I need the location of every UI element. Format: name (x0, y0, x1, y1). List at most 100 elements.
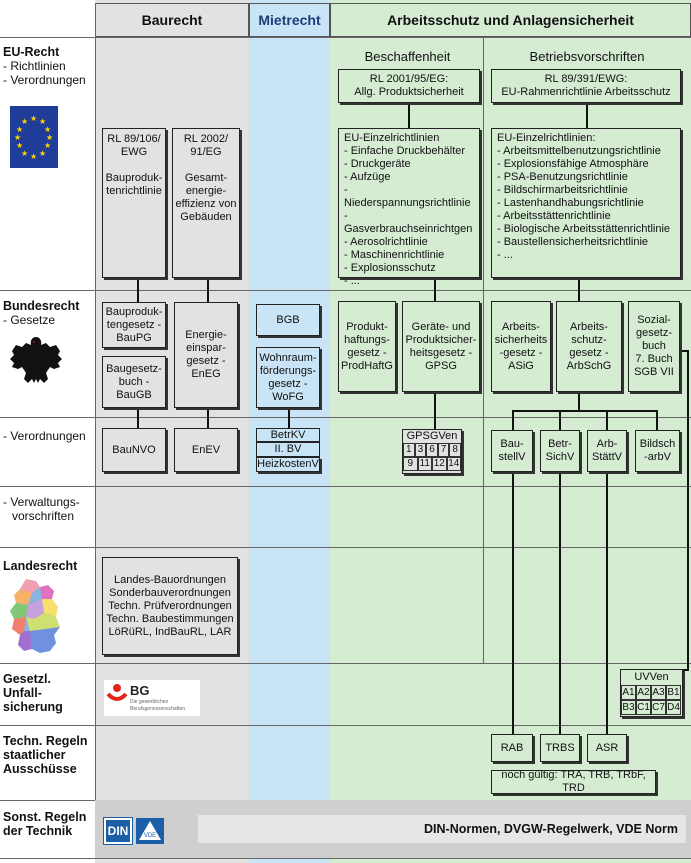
box-line: HeizkostenV (257, 458, 319, 470)
box-line: Sozial- (637, 314, 671, 326)
row-label-landesrecht: Landesrecht (0, 556, 95, 576)
box-line: - Lastenhandhabungsrichtlinie (497, 197, 644, 209)
connector-line (207, 278, 209, 302)
box-line: energie- (185, 185, 227, 197)
box-line: Techn. Prüfverordnungen (108, 599, 232, 612)
box-baupg: Bauproduk- tengesetz - BauPG (102, 302, 166, 348)
box-line: Wohnraum- (259, 351, 317, 364)
subheader-beschaffenheit: Beschaffenheit (364, 49, 451, 64)
row-title: Landesrecht (3, 559, 78, 573)
box-line: noch gültig: TRA, TRB, TRbF, TRD (501, 769, 646, 794)
connector-line (434, 278, 436, 301)
box-line: - ... (497, 249, 513, 261)
box-line: BauNVO (112, 443, 156, 456)
box-line: - Aerosolrichtlinie (344, 236, 428, 248)
row-separator (0, 486, 691, 487)
connector-line (512, 472, 514, 734)
box-line: -arbV (644, 451, 671, 463)
connector-line (680, 350, 689, 352)
box-line: WoFG (272, 390, 304, 403)
box-line: - Biologische Arbeitsstättenrichtlinie (497, 223, 671, 235)
row-label-techn-regeln: Techn. Regeln staatlicher Ausschüsse (0, 731, 95, 779)
box-line: - Druckgeräte (344, 158, 411, 170)
box-gpsg: Geräte- und Produktsicher- heitsgesetz -… (402, 301, 480, 392)
connector-line (207, 408, 209, 428)
box-baugb: Baugesetz- buch - BauGB (102, 356, 166, 408)
uvven-cell: C7 (651, 700, 666, 715)
box-text: Bauproduk- tengesetz - BauPG (106, 306, 163, 345)
box-line: RL 89/391/EWG: (544, 73, 628, 85)
star-icon: ★ (39, 149, 47, 158)
box-line: Sonderbauverordnungen (109, 586, 231, 599)
box-eu-einzelrichtlinien-beschaffenheit: EU-Einzelrichtlinien - Einfache Druckbeh… (338, 128, 480, 287)
box-text: Arbeits- schutz- gesetz - ArbSchG (567, 321, 612, 373)
gpsgven-cell: 6 (426, 443, 438, 457)
box-line: EWG (120, 146, 148, 158)
box-line: Arbeits- (570, 320, 608, 333)
uvven-cell: B1 (666, 685, 681, 700)
federal-eagle-icon (10, 337, 62, 383)
box-line: LöRüRL, IndBauRL, LAR (108, 625, 232, 638)
star-icon: ★ (39, 117, 47, 126)
connector-line (578, 278, 580, 301)
box-text: RL 2002/ 91/EG Gesamt- energie- effizien… (176, 133, 237, 224)
subheader-betriebsvorschriften: Betriebsvorschriften (529, 49, 645, 64)
box-line: EU-Rahmenrichtlinie Arbeitsschutz (501, 86, 671, 98)
row-title: sicherung (3, 700, 63, 714)
box-bgb: BGB (256, 304, 320, 336)
header-baurecht: Baurecht (95, 3, 249, 37)
row-label-sonst-regeln: Sonst. Regeln der Technik (0, 807, 95, 841)
gpsgven-title: GPSGVen (406, 430, 458, 442)
box-line: Geräte- und (411, 320, 471, 333)
box-line: TRBS (545, 741, 575, 754)
box-betrsichv: Betr- SichV (540, 430, 580, 472)
vde-logo-text: VDE (144, 833, 156, 839)
box-line (106, 159, 163, 172)
bg-logo-subtext: Berufsgenossenschaften (130, 706, 186, 712)
box-baunvo: BauNVO (102, 428, 166, 472)
star-icon: ★ (21, 117, 29, 126)
row-title: EU-Recht (3, 45, 60, 59)
box-text: RL 89/391/EWG: EU-Rahmenrichtlinie Arbei… (501, 73, 670, 99)
din-normen-text: DIN-Normen, DVGW-Regelwerk, VDE Norm (424, 822, 678, 836)
row-line: - Gesetze (3, 313, 56, 327)
box-line: effizienz von (175, 198, 237, 210)
box-text: Wohnraum- förderungs- gesetz - WoFG (259, 352, 316, 404)
connector-line (559, 472, 561, 734)
box-line: Allg. Produktsicherheit (354, 86, 464, 98)
box-line: tengesetz - (106, 318, 162, 331)
box-line: - Arbeitsmittelbenutzungsrichtlinie (497, 145, 661, 157)
row-title: der Technik (3, 824, 73, 838)
connector-line (606, 472, 608, 734)
box-line: Arb- (596, 438, 618, 450)
box-enev: EnEV (174, 428, 238, 472)
row-line: vorschriften (12, 509, 75, 523)
connector-line (606, 410, 608, 430)
row-line: - Verwaltungs- (3, 495, 80, 509)
box-line: schutz- (571, 333, 607, 346)
column-separator (95, 3, 96, 858)
connector-line (578, 392, 580, 412)
gpsgven-cell: 12 (432, 457, 447, 471)
box-line: - Gasverbrauchseinrichtgen (344, 210, 473, 235)
star-icon: ★ (14, 133, 22, 142)
box-rl-89-106: RL 89/106/ EWG Bauproduk- tenrichtlinie (102, 128, 166, 278)
box-rl-89-391: RL 89/391/EWG: EU-Rahmenrichtlinie Arbei… (491, 69, 681, 103)
star-icon: ★ (44, 125, 52, 134)
box-line: GPSG (425, 359, 457, 372)
row-separator (0, 547, 691, 548)
box-text: Bildsch -arbV (640, 438, 675, 464)
box-text: RL 89/106/ EWG Bauproduk- tenrichtlinie (106, 133, 163, 198)
box-line: 7. Buch (635, 353, 673, 365)
box-line: Gebäuden (180, 211, 232, 223)
box-line: Arbeits- (502, 320, 540, 333)
connector-line (137, 278, 139, 302)
box-line: gesetz - (268, 377, 308, 390)
box-text: Betr- SichV (546, 438, 575, 464)
box-line: buch (642, 340, 666, 352)
bg-logo: BG Die gewerblichen Berufsgenossenschaft… (104, 680, 200, 716)
row-label-unfallsicherung: Gesetzl. Unfall- sicherung (0, 669, 95, 717)
uvven-cell: A2 (636, 685, 651, 700)
